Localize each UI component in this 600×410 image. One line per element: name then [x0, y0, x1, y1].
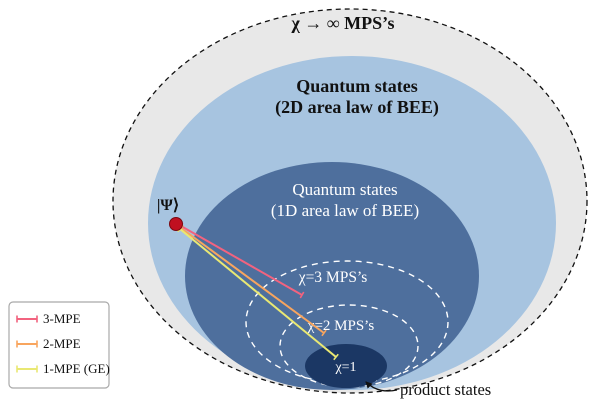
chi2-dashed-ellipse — [279, 304, 419, 388]
product-states-label: product states — [400, 380, 491, 399]
legend-item-1mpe: 1-MPE (GE) — [16, 361, 110, 376]
legend-item-3mpe: 3-MPE — [16, 311, 81, 326]
outer-mps-infinity-label: χ → ∞ MPS’s — [291, 13, 395, 33]
quantum-2d-label-line2: (2D area law of BEE) — [275, 97, 439, 118]
product-states-pointer — [365, 381, 398, 392]
legend-item-2mpe: 2-MPE — [16, 336, 81, 351]
legend-box: 3-MPE 2-MPE 1-MPE (GE) — [8, 301, 110, 389]
chi1-label: χ=1 — [334, 360, 356, 375]
chi2-label: χ=2 MPS’s — [307, 318, 375, 334]
legend-label-3mpe: 3-MPE — [43, 311, 81, 326]
psi-state-label: |Ψ⟩ — [157, 197, 179, 214]
quantum-1d-label-line2: (1D area law of BEE) — [271, 201, 419, 220]
legend-label-2mpe: 2-MPE — [43, 336, 81, 351]
psi-state-dot — [169, 217, 183, 231]
legend-label-1mpe: 1-MPE (GE) — [43, 361, 110, 376]
mpe1-line — [177, 225, 339, 361]
quantum-2d-label-line1: Quantum states — [296, 76, 418, 96]
chi3-label: χ=3 MPS’s — [298, 269, 368, 286]
quantum-1d-label-line1: Quantum states — [292, 180, 397, 199]
